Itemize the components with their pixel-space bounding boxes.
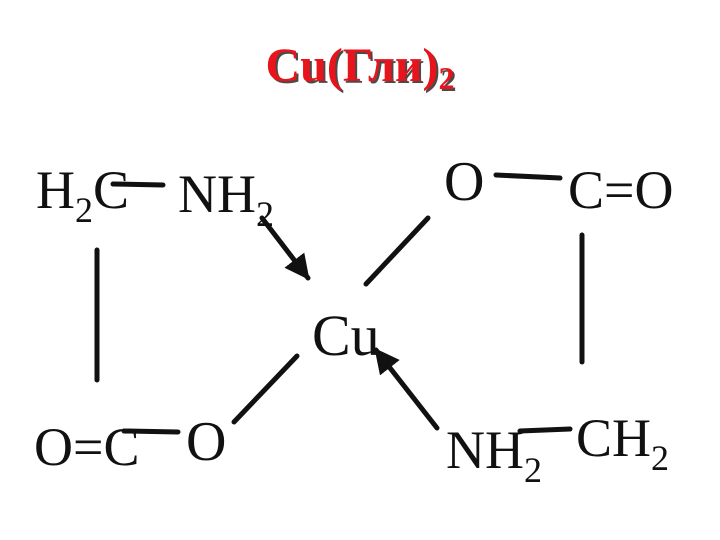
bond-o-cu-bottom-left	[231, 353, 300, 425]
atom-o-bottom-left: O	[186, 411, 226, 473]
atom-o-double-c-bottom-left: O=C	[34, 417, 139, 477]
coordinate-bond-arrow-top-left	[259, 215, 311, 281]
title-subscript: 2	[438, 60, 455, 96]
title-main: Cu(Гли)	[265, 39, 439, 92]
atom-o-top-right: O	[444, 151, 484, 213]
bond-co-o-bottom-left	[121, 428, 181, 435]
atom-nh2-top-left: NH2	[178, 164, 274, 234]
atom-cu-center: Cu	[312, 303, 380, 368]
page-title: Cu(Гли)2	[0, 38, 720, 97]
coordinate-bond-arrow-bottom-right	[373, 347, 440, 431]
bond-o-cu-top-right	[363, 215, 431, 287]
atom-ch2-bottom-right: CH2	[576, 408, 669, 478]
atom-c-double-o-top-right: C=O	[568, 160, 673, 220]
bond-o-co-top-right	[493, 172, 563, 181]
bond-nh2-ch2-bottom-right	[517, 426, 573, 434]
bond-ch2-nh2-top-left	[110, 181, 166, 188]
atom-h2c-top-left: H2C	[36, 160, 129, 230]
atom-nh2-bottom-right: NH2	[446, 420, 542, 490]
